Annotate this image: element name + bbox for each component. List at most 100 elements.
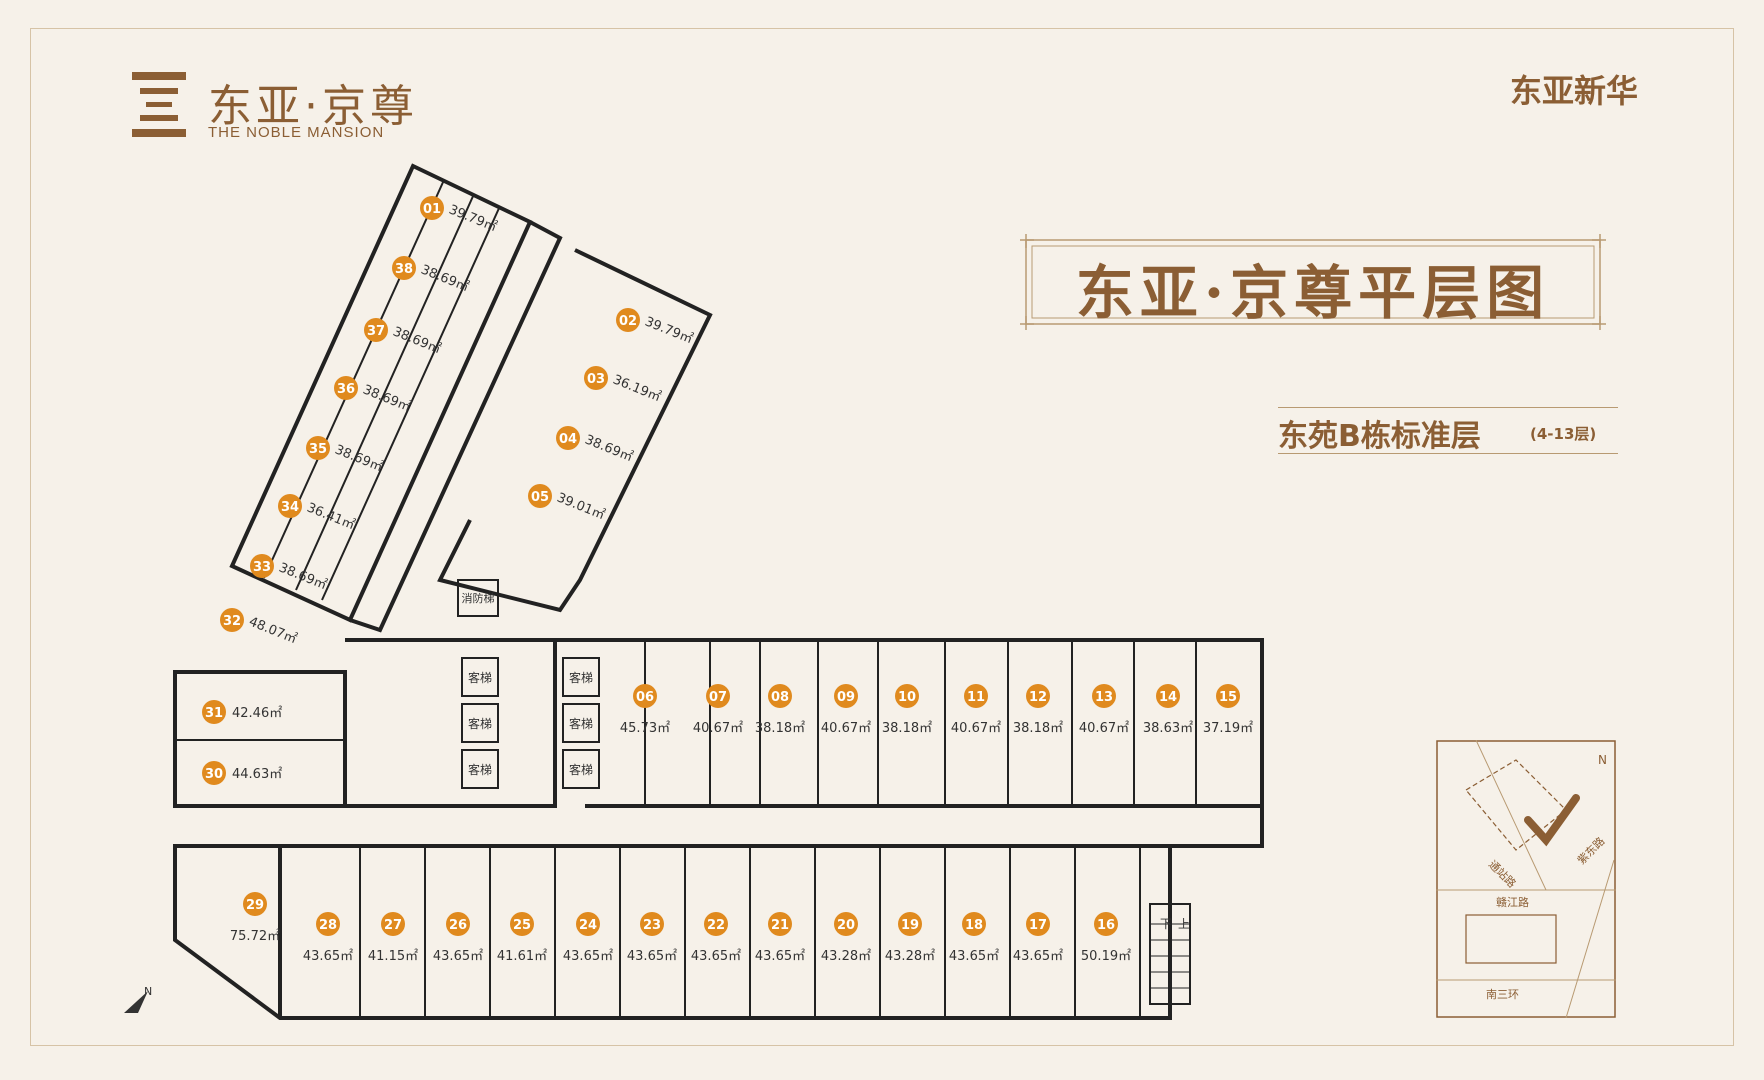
unit-area: 43.65㎡ — [1013, 949, 1063, 964]
unit-badge — [381, 912, 405, 936]
unit-number: 21 — [771, 918, 789, 933]
unit-area: 40.67㎡ — [693, 721, 743, 736]
unit-badge — [1092, 684, 1116, 708]
unit-area: 42.46㎡ — [232, 706, 282, 721]
unit-number: 30 — [205, 767, 223, 782]
unit-area: 40.67㎡ — [1079, 721, 1129, 736]
logo-chinese: 东亚·京尊 — [208, 81, 418, 132]
unit-area: 48.07㎡ — [247, 614, 299, 647]
unit-number: 09 — [837, 690, 855, 705]
unit-badge — [768, 912, 792, 936]
subtitle: 东苑B栋标准层 (4-13层) — [1278, 407, 1618, 455]
unit-number: 16 — [1097, 918, 1115, 933]
plan-walls — [173, 163, 1264, 1020]
title-box: 东亚·京尊平层图 — [1020, 234, 1606, 330]
title-frame — [1020, 234, 1606, 330]
unit-number: 31 — [205, 706, 223, 721]
unit-28: 28 43.65㎡ — [303, 912, 353, 964]
stair-down-label: 下 — [1160, 917, 1172, 931]
unit-area: 38.18㎡ — [1013, 721, 1063, 736]
unit-number: 19 — [901, 918, 919, 933]
logo: 东亚·京尊 THE NOBLE MANSION — [130, 68, 414, 148]
elevator-label: 客梯 — [569, 670, 593, 685]
unit-number: 02 — [619, 314, 637, 329]
unit-16: 16 50.19㎡ — [1081, 912, 1131, 964]
unit-25: 25 41.61㎡ — [497, 912, 547, 964]
unit-badge — [243, 892, 267, 916]
unit-number: 05 — [531, 490, 549, 505]
unit-area: 43.28㎡ — [885, 949, 935, 964]
unit-badge — [364, 318, 388, 342]
elevator-label: 客梯 — [468, 716, 492, 731]
unit-area: 38.18㎡ — [882, 721, 932, 736]
unit-area: 43.65㎡ — [627, 949, 677, 964]
unit-number: 37 — [367, 324, 385, 339]
unit-badge — [278, 494, 302, 518]
outer-frame — [30, 28, 1734, 1046]
unit-badge — [528, 484, 552, 508]
unit-05: 05 39.01㎡ — [528, 484, 607, 523]
unit-number: 28 — [319, 918, 337, 933]
elevator-label: 客梯 — [468, 762, 492, 777]
developer-logo: 东亚新华 — [1509, 72, 1638, 110]
unit-number: 18 — [965, 918, 983, 933]
unit-31: 31 42.46㎡ — [202, 700, 282, 724]
unit-number: 03 — [587, 372, 605, 387]
minimap-road: 赣江路 — [1496, 895, 1529, 909]
unit-badge — [250, 554, 274, 578]
location-minimap: N 通站路 紫东路 赣江路 南三环 — [1436, 740, 1616, 1018]
unit-area: 75.72㎡ — [230, 929, 280, 944]
unit-badge — [616, 308, 640, 332]
unit-area: 41.61㎡ — [497, 949, 547, 964]
page-title: 东亚·京尊平层图 — [1075, 259, 1551, 327]
unit-area: 43.65㎡ — [755, 949, 805, 964]
unit-area: 43.65㎡ — [303, 949, 353, 964]
compass-north-label: N — [144, 985, 152, 998]
unit-badge — [202, 700, 226, 724]
logo-english: THE NOBLE MANSION — [208, 124, 385, 141]
unit-area: 39.01㎡ — [555, 490, 607, 523]
unit-badge — [556, 426, 580, 450]
unit-badge — [640, 912, 664, 936]
unit-number: 07 — [709, 690, 727, 705]
unit-number: 29 — [246, 898, 264, 913]
unit-badge — [306, 436, 330, 460]
unit-area: 39.79㎡ — [643, 314, 695, 347]
unit-number: 20 — [837, 918, 855, 933]
unit-number: 17 — [1029, 918, 1047, 933]
unit-number: 14 — [1159, 690, 1177, 705]
stairs: 下 上 消防梯 — [457, 579, 1191, 1005]
unit-area: 37.19㎡ — [1203, 721, 1253, 736]
unit-badge — [510, 912, 534, 936]
logo-mark-icon — [132, 72, 186, 137]
unit-number: 25 — [513, 918, 531, 933]
unit-07: 07 40.67㎡ — [693, 684, 743, 736]
unit-badge — [420, 196, 444, 220]
unit-area: 45.73㎡ — [620, 721, 670, 736]
unit-area: 38.18㎡ — [755, 721, 805, 736]
unit-area: 38.69㎡ — [391, 324, 443, 357]
unit-badge — [202, 761, 226, 785]
unit-number: 33 — [253, 560, 271, 575]
unit-badge — [706, 684, 730, 708]
elevator-label: 客梯 — [468, 670, 492, 685]
unit-area: 50.19㎡ — [1081, 949, 1131, 964]
unit-area: 43.28㎡ — [821, 949, 871, 964]
unit-area: 43.65㎡ — [691, 949, 741, 964]
unit-badge — [584, 366, 608, 390]
subtitle-floor-range: (4-13层) — [1530, 425, 1597, 443]
unit-badge — [834, 684, 858, 708]
unit-number: 15 — [1219, 690, 1237, 705]
minimap-road: 南三环 — [1486, 988, 1519, 1001]
unit-badge — [446, 912, 470, 936]
